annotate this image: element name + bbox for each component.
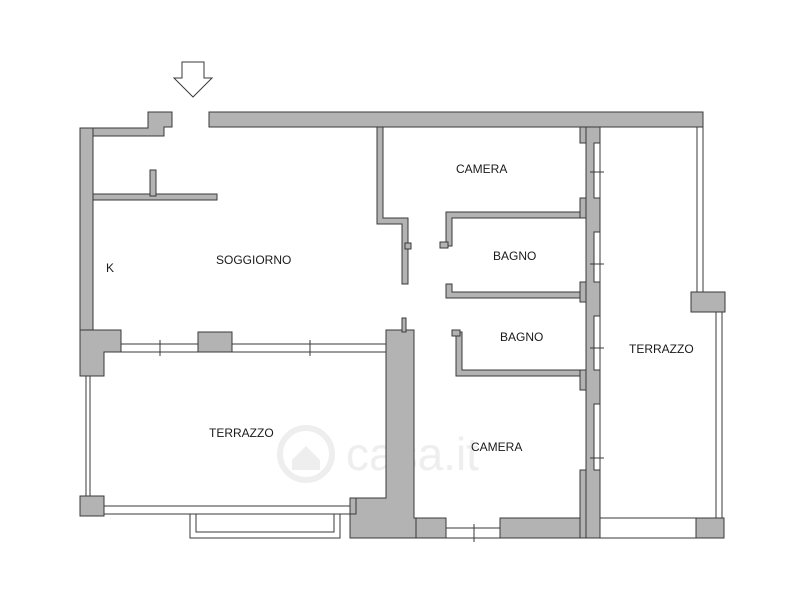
room-label-bagno-top: BAGNO: [493, 249, 536, 263]
room-label-camera-bottom: CAMERA: [471, 440, 522, 454]
house-icon: [277, 425, 335, 483]
room-label-bagno-bottom: BAGNO: [500, 330, 543, 344]
walls: [79, 111, 726, 539]
arrow-down-icon: [172, 61, 214, 98]
room-label-kitchen: K: [106, 261, 114, 275]
room-label-terrazzo-right: TERRAZZO: [629, 342, 694, 356]
windows: [85, 127, 723, 542]
room-label-soggiorno: SOGGIORNO: [216, 253, 291, 267]
room-label-terrazzo-bottom: TERRAZZO: [209, 426, 274, 440]
watermark: casa.it: [277, 425, 479, 483]
room-labels: CAMERA BAGNO SOGGIORNO K BAGNO TERRAZZO …: [106, 162, 694, 454]
room-label-camera-top: CAMERA: [456, 162, 507, 176]
partitions: [376, 126, 581, 377]
